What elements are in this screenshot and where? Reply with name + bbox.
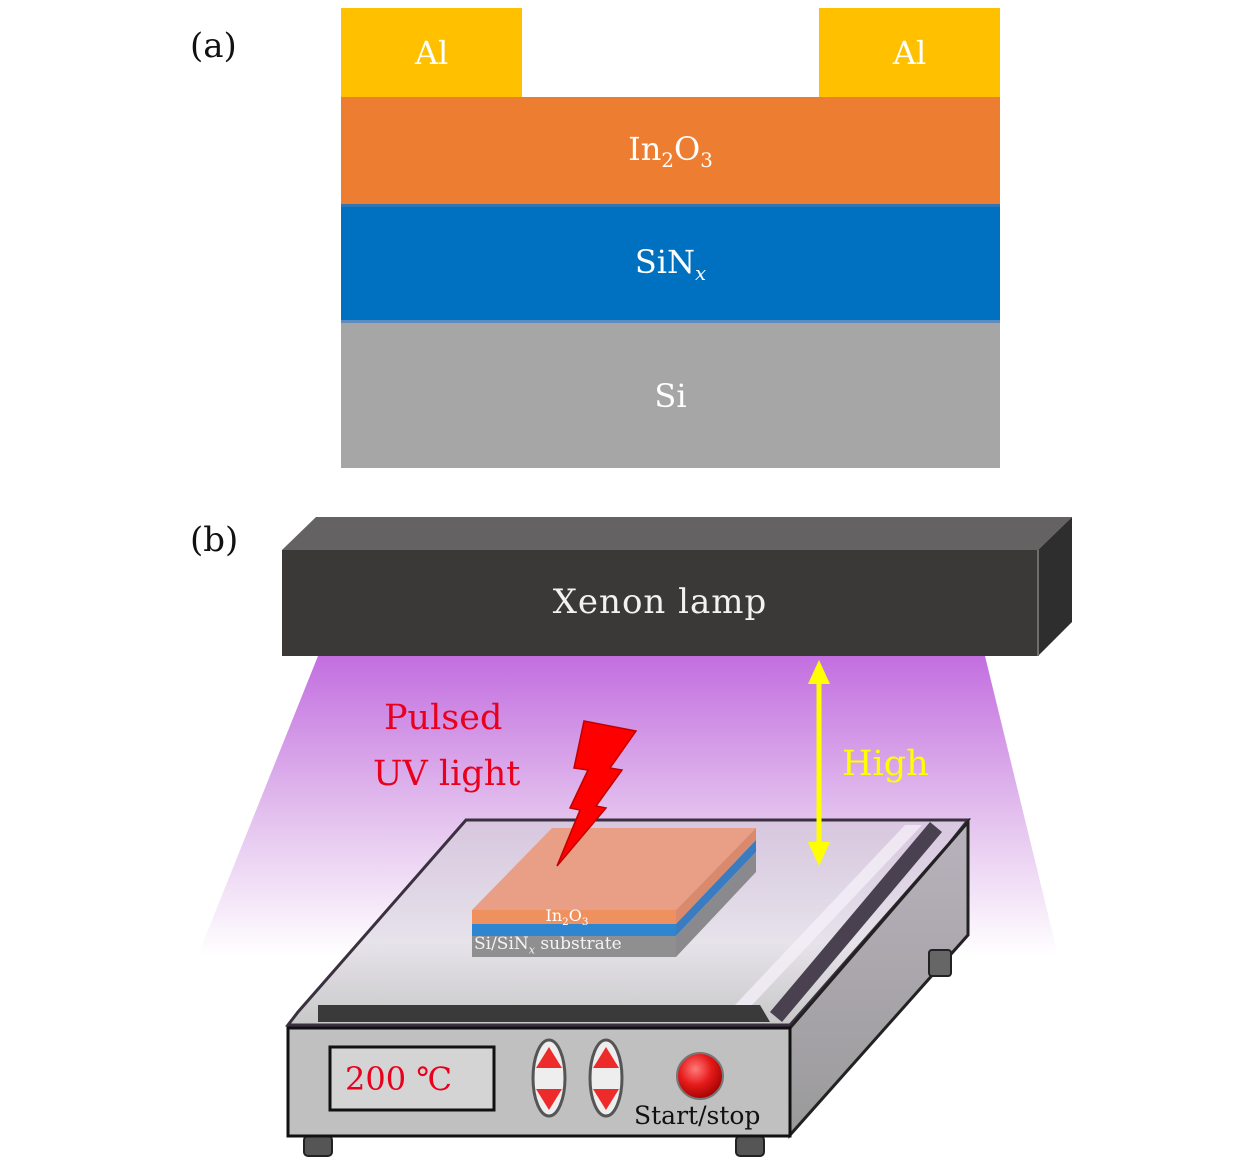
uv-label-line1: Pulsed [384, 698, 503, 738]
lamp-label: Xenon lamp [552, 582, 768, 622]
sample-in2o3-front [472, 910, 676, 924]
panel-a-label: (a) [190, 26, 237, 66]
foot-back [928, 949, 952, 977]
sample-side-in2o3 [676, 828, 756, 924]
height-label: High [842, 744, 929, 784]
sample-sinx-front [472, 924, 676, 936]
al-left-label: Al [414, 34, 449, 72]
sample-si-front [472, 936, 676, 957]
si-layer: Si [341, 320, 1000, 468]
sinx-label: SiNx [634, 242, 707, 285]
uv-label-line2: UV light [373, 754, 521, 794]
temperature-readout: 200 ℃ [345, 1060, 453, 1098]
al-right-label: Al [892, 34, 927, 72]
control-up-down-1 [531, 1038, 567, 1118]
panel-b-label: (b) [190, 520, 239, 560]
hotplate-rim-right [770, 822, 942, 1022]
lamp-top-face [282, 517, 1072, 550]
lightning-bolt-icon [556, 720, 638, 867]
lamp-side-face [1038, 517, 1072, 656]
sample-in2o3-label: In2O3 [545, 906, 589, 929]
in2o3-label: In2O3 [628, 129, 713, 172]
al-contact-right: Al [819, 8, 1000, 98]
sample-side-sinx [676, 840, 756, 936]
temperature-display [328, 1045, 496, 1112]
sinx-layer: SiNx [341, 204, 1000, 320]
control-up-down-2 [588, 1038, 624, 1118]
sample-substrate-label: Si/SiNx substrate [474, 934, 622, 957]
foot-right [735, 1135, 765, 1157]
height-arrow-icon [808, 660, 830, 866]
in2o3-layer: In2O3 [341, 97, 1000, 204]
sample-top-face [472, 828, 756, 910]
foot-left [303, 1135, 333, 1157]
sample-side-si [676, 852, 756, 957]
start-stop-label: Start/stop [634, 1101, 761, 1130]
start-stop-button [676, 1052, 724, 1100]
lamp-front-face [282, 550, 1038, 656]
al-contact-left: Al [341, 8, 522, 98]
hotplate-rim-front [318, 1005, 770, 1022]
si-label: Si [654, 376, 687, 415]
